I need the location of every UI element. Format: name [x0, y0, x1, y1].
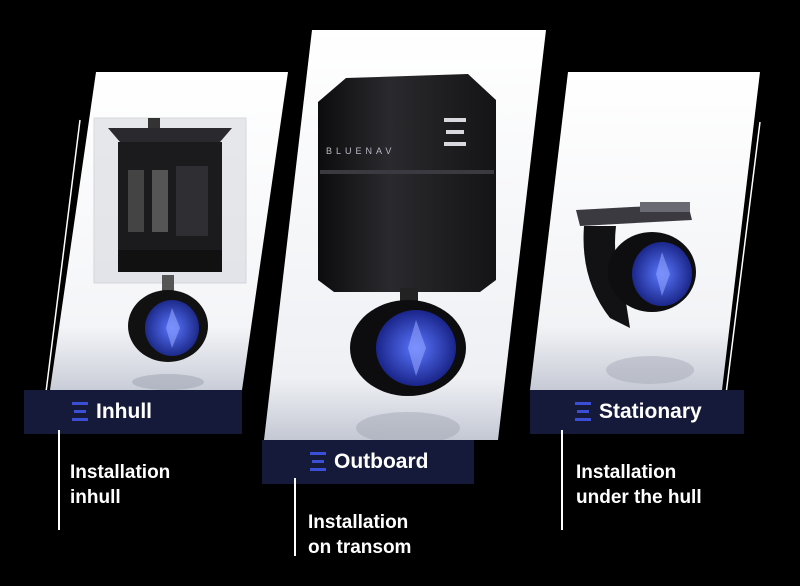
bluenav-stripes-icon [72, 402, 88, 422]
stationary-caption-line2: under the hull [576, 487, 702, 508]
inhull-caption-line2: inhull [70, 487, 121, 508]
inhull-panel [44, 72, 288, 400]
stationary-mount [576, 202, 692, 328]
bluenav-stripes-icon [575, 402, 591, 422]
product-card-stationary[interactable] [520, 70, 780, 400]
inhull-caption: Installation inhull [70, 460, 170, 510]
outboard-caption: Installation on transom [308, 510, 411, 560]
product-card-inhull[interactable] [30, 70, 290, 400]
label-bar-stationary[interactable] [530, 390, 744, 434]
box-stripes-icon [444, 118, 466, 146]
inhull-caption-line1: Installation [70, 462, 171, 483]
stationary-thruster [606, 232, 696, 384]
outboard-label: Outboard [334, 450, 429, 473]
bluenav-stripes-icon [310, 452, 326, 472]
outboard-motor-box: BLUENAV [318, 74, 496, 292]
outboard-thruster [350, 288, 466, 444]
outboard-panel: BLUENAV [264, 30, 546, 444]
product-card-outboard[interactable]: BLUENAV [258, 30, 548, 450]
label-bar-outboard[interactable] [262, 440, 474, 484]
stationary-caption: Installation under the hull [576, 460, 702, 510]
label-bar-inhull[interactable] [24, 390, 242, 434]
inhull-label: Inhull [96, 400, 152, 423]
outboard-caption-line1: Installation [308, 512, 409, 533]
stationary-label: Stationary [599, 400, 702, 423]
stationary-panel [530, 72, 761, 400]
inhull-thruster [128, 290, 208, 390]
stationary-caption-line1: Installation [576, 462, 677, 483]
inhull-housing [93, 117, 247, 284]
outboard-connector-line [294, 478, 296, 556]
outboard-caption-line2: on transom [308, 537, 412, 558]
inhull-connector-line [58, 430, 60, 530]
bluenav-brand-text: BLUENAV [326, 146, 395, 156]
stationary-connector-line [561, 430, 563, 530]
